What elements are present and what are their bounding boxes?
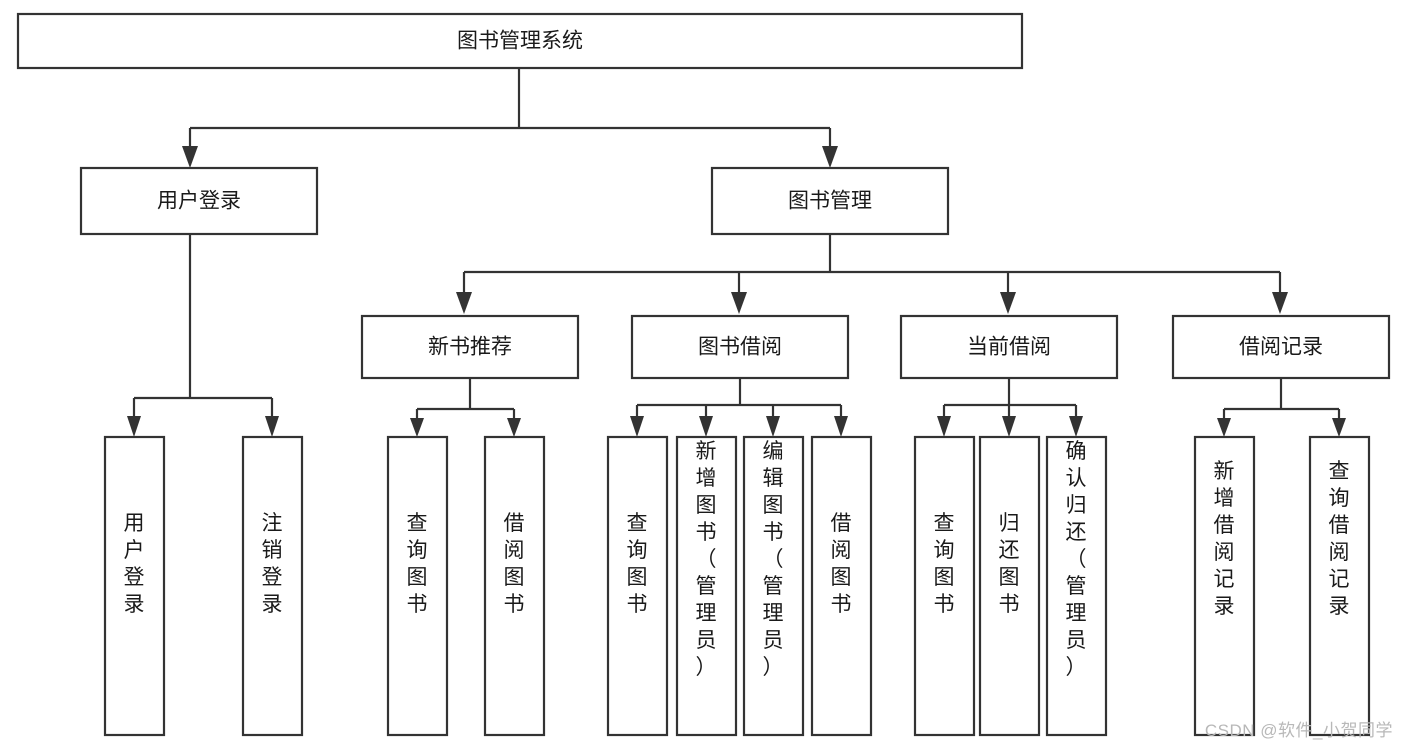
- arrow-head-leaf-user-login-1: [265, 416, 279, 437]
- leaf-node-book-borrow-0[interactable]: 查询图书: [606, 435, 669, 737]
- leaf-label-book-borrow-3: 借阅图书: [831, 512, 852, 616]
- arrow-head-current-borrow: [1000, 292, 1016, 314]
- arrow-head-leaf-new-book-0: [410, 418, 424, 437]
- leaf-box-book-borrow-1[interactable]: [675, 435, 738, 737]
- arrow-head-leaf-new-book-1: [507, 418, 521, 437]
- leaf-box-user-login-0[interactable]: [103, 435, 166, 737]
- leaf-box-current-borrow-0[interactable]: [913, 435, 976, 737]
- node-new-book-recommend[interactable]: 新书推荐: [360, 314, 580, 380]
- leaf-box-new-book-0[interactable]: [386, 435, 449, 737]
- arrow-head-leaf-borrow-record-1: [1332, 418, 1346, 437]
- leaf-label-user-login-1: 注销登录: [262, 512, 283, 616]
- node-book-management[interactable]: 图书管理: [710, 166, 950, 236]
- arrow-head-borrow-record: [1272, 292, 1288, 314]
- connector-group-borrow-record: [1217, 378, 1346, 437]
- leaf-node-user-login-0[interactable]: 用户登录: [103, 435, 166, 737]
- leaf-node-new-book-0[interactable]: 查询图书: [386, 435, 449, 737]
- node-user-login[interactable]: 用户登录: [79, 166, 319, 236]
- arrow-head-leaf-user-login-0: [127, 416, 141, 437]
- leaf-box-user-login-1[interactable]: [241, 435, 304, 737]
- node-current-borrow-label: 当前借阅: [967, 336, 1051, 359]
- leaf-label-book-borrow-1: 新增图书（管理员）: [696, 440, 717, 679]
- leaf-label-current-borrow-0: 查询图书: [934, 512, 955, 616]
- node-borrow-record[interactable]: 借阅记录: [1171, 314, 1391, 380]
- leaf-box-book-borrow-0[interactable]: [606, 435, 669, 737]
- node-borrow-record-box[interactable]: [1171, 314, 1391, 380]
- arrow-head-book-borrow: [731, 292, 747, 314]
- arrow-head-leaf-book-borrow-2: [766, 416, 780, 437]
- leaf-node-current-borrow-1[interactable]: 归还图书: [978, 435, 1041, 737]
- connector-group-new-book: [410, 378, 521, 437]
- node-current-borrow-box[interactable]: [899, 314, 1119, 380]
- leaf-box-book-borrow-3[interactable]: [810, 435, 873, 737]
- leaf-box-new-book-1[interactable]: [483, 435, 546, 737]
- node-current-borrow[interactable]: 当前借阅: [899, 314, 1119, 380]
- arrow-head-book-mgmt: [822, 146, 838, 168]
- leaf-node-book-borrow-3[interactable]: 借阅图书: [810, 435, 873, 737]
- leaf-node-current-borrow-0[interactable]: 查询图书: [913, 435, 976, 737]
- leaf-node-current-borrow-2[interactable]: 确认归还（管理员）: [1045, 435, 1108, 737]
- leaf-box-borrow-record-0[interactable]: [1193, 435, 1256, 737]
- node-user-login-box[interactable]: [79, 166, 319, 236]
- node-book-borrow[interactable]: 图书借阅: [630, 314, 850, 380]
- arrow-head-leaf-current-borrow-2: [1069, 416, 1083, 437]
- arrow-head-leaf-book-borrow-1: [699, 416, 713, 437]
- node-new-book-recommend-label: 新书推荐: [428, 336, 512, 359]
- arrow-head-leaf-current-borrow-0: [937, 416, 951, 437]
- leaf-label-borrow-record-1: 查询借阅记录: [1329, 460, 1350, 618]
- connector-group-user-login: [127, 234, 279, 437]
- arrow-head-new-book: [456, 292, 472, 314]
- node-root[interactable]: 图书管理系统: [16, 12, 1024, 70]
- leaf-box-book-borrow-2[interactable]: [742, 435, 805, 737]
- leaf-box-borrow-record-1[interactable]: [1308, 435, 1371, 737]
- node-book-borrow-label: 图书借阅: [698, 336, 782, 359]
- leaf-node-user-login-1[interactable]: 注销登录: [241, 435, 304, 737]
- node-book-borrow-box[interactable]: [630, 314, 850, 380]
- leaf-label-user-login-0: 用户登录: [124, 512, 145, 616]
- node-new-book-recommend-box[interactable]: [360, 314, 580, 380]
- leaf-node-book-borrow-1[interactable]: 新增图书（管理员）: [675, 435, 738, 737]
- leaf-label-new-book-1: 借阅图书: [504, 512, 525, 616]
- node-root-box[interactable]: [16, 12, 1024, 70]
- leaf-label-current-borrow-1: 归还图书: [999, 512, 1020, 616]
- leaf-box-current-borrow-2[interactable]: [1045, 435, 1108, 737]
- leaf-box-current-borrow-1[interactable]: [978, 435, 1041, 737]
- node-book-management-box[interactable]: [710, 166, 950, 236]
- connector-group-current-borrow: [937, 378, 1083, 437]
- leaf-node-new-book-1[interactable]: 借阅图书: [483, 435, 546, 737]
- leaf-node-borrow-record-1[interactable]: 查询借阅记录: [1308, 435, 1371, 737]
- connector-group-root: [182, 68, 838, 168]
- arrow-head-leaf-book-borrow-0: [630, 416, 644, 437]
- leaf-node-borrow-record-0[interactable]: 新增借阅记录: [1193, 435, 1256, 737]
- connector-group-book-mgmt: [456, 234, 1288, 314]
- leaf-label-book-borrow-0: 查询图书: [627, 512, 648, 616]
- arrow-head-leaf-book-borrow-3: [834, 416, 848, 437]
- node-user-login-label: 用户登录: [157, 190, 241, 213]
- node-borrow-record-label: 借阅记录: [1239, 336, 1323, 359]
- arrow-head-leaf-borrow-record-0: [1217, 418, 1231, 437]
- leaf-label-new-book-0: 查询图书: [407, 512, 428, 616]
- arrow-head-user-login: [182, 146, 198, 168]
- leaf-label-current-borrow-2: 确认归还（管理员）: [1066, 440, 1087, 679]
- node-root-label: 图书管理系统: [457, 30, 583, 53]
- leaf-node-book-borrow-2[interactable]: 编辑图书（管理员）: [742, 435, 805, 737]
- connector-group-book-borrow: [630, 378, 848, 437]
- csdn-watermark: CSDN @软件_小贺同学: [1204, 721, 1393, 740]
- arrow-head-leaf-current-borrow-1: [1002, 416, 1016, 437]
- node-book-management-label: 图书管理: [788, 190, 872, 213]
- leaf-label-book-borrow-2: 编辑图书（管理员）: [763, 440, 784, 679]
- leaf-label-borrow-record-0: 新增借阅记录: [1214, 460, 1235, 618]
